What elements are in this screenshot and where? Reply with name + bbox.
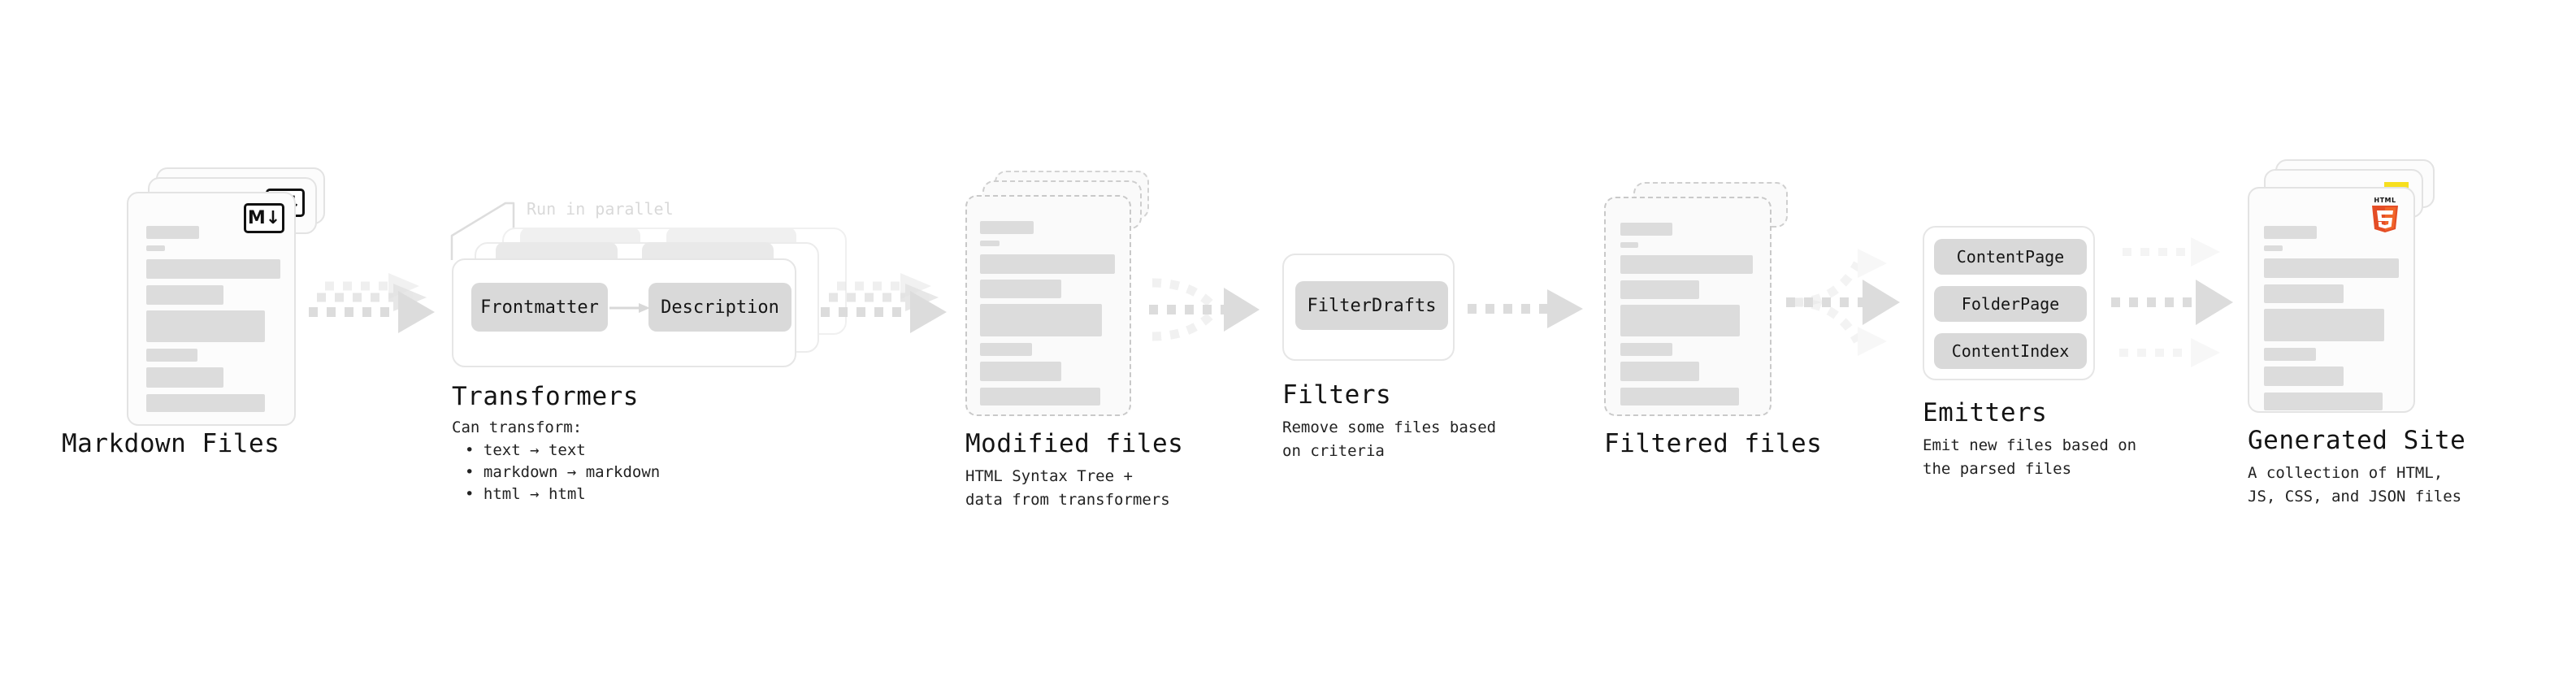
card-bar (980, 254, 1115, 274)
card-bar (980, 362, 1061, 381)
emitters-container: ContentPage FolderPage ContentIndex (1923, 226, 2095, 380)
card-bar (146, 226, 199, 239)
filters-title: Filters (1282, 380, 1392, 410)
emitters-pill-folderpage[interactable]: FolderPage (1934, 286, 2087, 322)
card-bar (146, 349, 197, 362)
markdown-card-front: M↓ (127, 192, 296, 426)
emitters-pill-label: ContentIndex (1951, 341, 2070, 361)
connector-filtered-to-emitters (1786, 249, 1900, 356)
filters-pill-label: FilterDrafts (1307, 295, 1437, 316)
connector-md-to-transformers (309, 273, 435, 333)
filters-desc: Remove some files based on criteria (1282, 419, 1497, 460)
transformer-pill-label: Description (661, 297, 779, 318)
card-bar (146, 310, 265, 342)
transformers-desc: Can transform: (452, 419, 583, 436)
card-bar (146, 394, 265, 412)
card-bar (146, 367, 223, 388)
connector-filters-to-filtered (1468, 289, 1583, 328)
markdown-badge: M↓ (244, 203, 284, 233)
markdown-badge-arrow: ↓ (265, 207, 281, 228)
filtered-card-front (1604, 197, 1772, 416)
card-bar (2264, 258, 2399, 278)
transformer-container-front: Frontmatter Description (452, 258, 796, 367)
transformer-arrow-front (609, 303, 650, 313)
card-bar (1620, 388, 1739, 406)
emitters-pill-contentindex[interactable]: ContentIndex (1934, 333, 2087, 369)
card-bar (2264, 284, 2344, 303)
card-bar (2264, 393, 2383, 410)
site-card-front: HTML (2248, 187, 2415, 413)
card-bar (2264, 367, 2344, 386)
filters-container: FilterDrafts (1282, 254, 1455, 361)
transformer-pill-label: Frontmatter (480, 297, 599, 318)
filtered-files-title: Filtered files (1604, 429, 1823, 458)
transformers-bullet-0: • text → text (465, 441, 586, 459)
card-bar (1620, 223, 1672, 236)
card-bar (980, 280, 1061, 298)
run-in-parallel-label: Run in parallel (527, 199, 674, 219)
filters-pill-filterdrafts[interactable]: FilterDrafts (1295, 281, 1448, 330)
generated-site-title: Generated Site (2248, 426, 2466, 455)
connector-modified-to-filters (1149, 278, 1260, 341)
card-bar (146, 245, 165, 251)
run-in-parallel-bracket (450, 202, 515, 260)
card-bar (2264, 245, 2283, 251)
card-bar (1620, 255, 1753, 274)
emitters-title: Emitters (1923, 398, 2048, 427)
card-bar (1620, 343, 1672, 356)
card-bar (980, 304, 1102, 336)
markdown-files-title: Markdown Files (62, 429, 280, 458)
modified-card-front (965, 195, 1131, 416)
emitters-desc: Emit new files based on the parsed files (1923, 436, 2137, 478)
connector-emitters-to-site (2111, 237, 2233, 367)
card-bar (980, 343, 1032, 356)
transformers-bullet-2: • html → html (465, 485, 586, 503)
card-bar (980, 241, 1000, 246)
transformers-title: Transformers (452, 382, 639, 411)
svg-text:HTML: HTML (2374, 197, 2396, 204)
transformers-bullet-1: • markdown → markdown (465, 463, 661, 481)
markdown-badge-letter: M (247, 207, 266, 228)
card-bar (2264, 309, 2384, 341)
html5-badge-icon: HTML (2372, 197, 2398, 232)
modified-files-title: Modified files (965, 429, 1184, 458)
emitters-pill-label: ContentPage (1956, 247, 2065, 267)
card-bar (146, 285, 223, 305)
connector-transformers-to-modified (821, 273, 947, 333)
generated-site-desc: A collection of HTML, JS, CSS, and JSON … (2248, 464, 2462, 505)
card-bar (146, 259, 280, 279)
card-bar (980, 388, 1100, 406)
card-bar (2264, 348, 2316, 361)
emitters-pill-label: FolderPage (1961, 294, 2060, 314)
emitters-pill-contentpage[interactable]: ContentPage (1934, 239, 2087, 275)
card-bar (1620, 280, 1699, 299)
transformer-pill-frontmatter[interactable]: Frontmatter (471, 283, 608, 332)
transformer-pill-description[interactable]: Description (648, 283, 791, 332)
card-bar (1620, 362, 1699, 381)
card-bar (1620, 305, 1740, 336)
card-bar (980, 221, 1034, 234)
card-bar (2264, 226, 2317, 239)
modified-files-desc: HTML Syntax Tree + data from transformer… (965, 467, 1170, 509)
card-bar (1620, 242, 1638, 248)
